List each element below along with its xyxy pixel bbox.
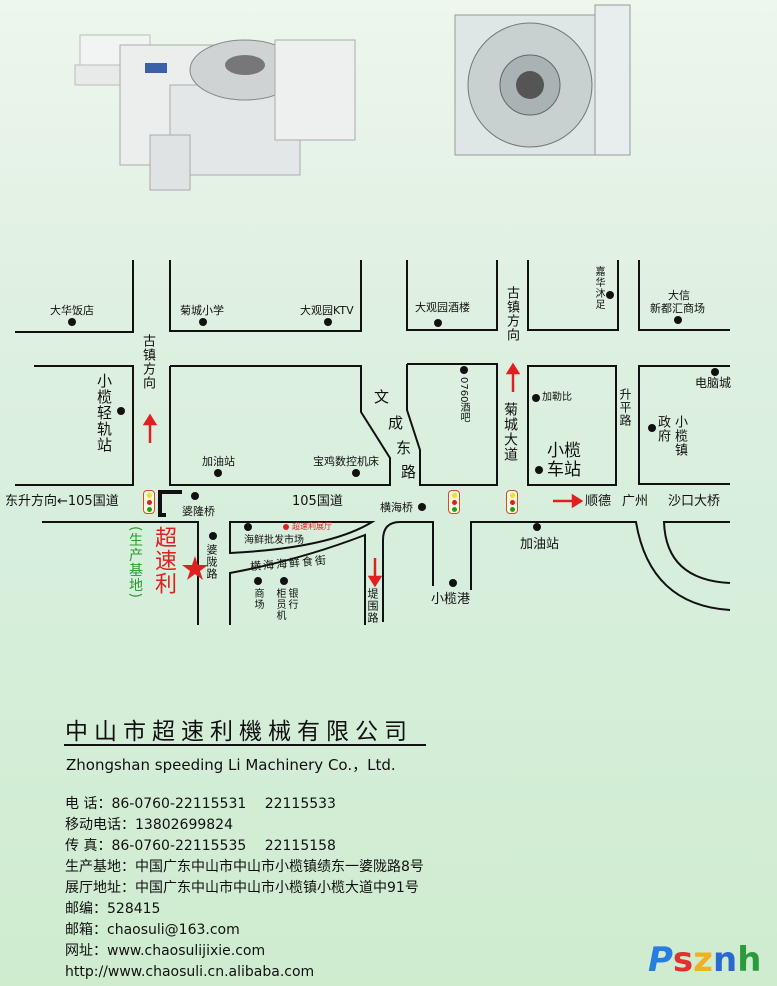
poi-label: 加勒比 bbox=[542, 392, 572, 403]
poi-label: 车站 bbox=[547, 460, 581, 480]
poi-label: 大观园KTV bbox=[300, 304, 354, 317]
contact-value[interactable]: http://www.chaosuli.cn.alibaba.com bbox=[65, 964, 315, 980]
contact-label: 邮箱： bbox=[65, 922, 107, 938]
road-label: 升平路 bbox=[618, 388, 632, 427]
contact-label: 邮编： bbox=[65, 901, 107, 917]
poi-label: 婆隆桥 bbox=[182, 505, 215, 518]
poi-label: 政府 bbox=[655, 415, 670, 443]
contact-label: 移动电话： bbox=[65, 817, 135, 833]
road-label: 堤围路 bbox=[366, 588, 379, 624]
poi-label: 嘉华沐足 bbox=[593, 266, 604, 310]
contact-value: 528415 bbox=[107, 901, 161, 917]
contact-value: 86-0760-22115535 22115158 bbox=[111, 838, 336, 854]
star-icon bbox=[182, 556, 208, 580]
showroom-label: 超速利展厅 bbox=[292, 522, 332, 531]
direction-label: 顺德 bbox=[585, 494, 612, 509]
poi-label: 加油站 bbox=[520, 537, 560, 552]
poi-label: 电脑城 bbox=[695, 376, 732, 390]
contact-alibaba: http://www.chaosuli.cn.alibaba.com bbox=[65, 965, 314, 979]
contact-label: 传 真： bbox=[65, 838, 112, 854]
contact-email: 邮箱：chaosuli@163.com bbox=[65, 923, 240, 937]
company-name-en: Zhongshan speeding Li Machinery Co.，Ltd. bbox=[66, 756, 396, 774]
company-name-cn: 中山市超速利機械有限公司 bbox=[65, 719, 413, 745]
direction-label: 古镇方向 bbox=[504, 286, 519, 342]
traffic-light-icon bbox=[448, 490, 460, 514]
contact-label: 网址： bbox=[65, 943, 107, 959]
poi-label: 银行 bbox=[286, 588, 297, 610]
company-marker-label: 超速利 bbox=[151, 526, 176, 595]
poi-label: 新都汇商场 bbox=[650, 302, 705, 315]
poi-label: 海鲜批发市场 bbox=[244, 535, 304, 546]
contact-value: 中国广东中山市中山市小榄镇小榄大道中91号 bbox=[135, 880, 419, 896]
turn-arrow-icon bbox=[158, 490, 182, 517]
arrow-down-icon bbox=[367, 558, 383, 588]
poi-label: 小榄镇 bbox=[672, 415, 687, 457]
direction-label: 广州 bbox=[622, 494, 649, 509]
contact-showroom-address: 展厅地址：中国广东中山市中山市小榄镇小榄大道中91号 bbox=[65, 881, 419, 895]
arrow-right-icon bbox=[553, 493, 584, 509]
map-roads bbox=[15, 260, 731, 625]
road-label: 婆陇路 bbox=[205, 544, 218, 580]
road-label: 东 bbox=[396, 439, 412, 457]
contact-postcode: 邮编：528415 bbox=[65, 902, 160, 916]
poi-label: 0760酒吧 bbox=[458, 377, 469, 423]
poi-label: 宝鸡数控机床 bbox=[313, 455, 379, 468]
poi-label: 柜员机 bbox=[274, 588, 285, 621]
contact-label: 生产基地： bbox=[65, 859, 135, 875]
road-label: 文 bbox=[374, 388, 390, 406]
watermark-logo: Psznh bbox=[648, 940, 762, 980]
poi-label: 大观园酒楼 bbox=[415, 301, 470, 314]
contact-mobile: 移动电话：13802699824 bbox=[65, 818, 233, 832]
contact-phone: 电 话：86-0760-22115531 22115533 bbox=[65, 797, 336, 811]
contact-value: 86-0760-22115531 22115533 bbox=[111, 796, 336, 812]
poi-label: 加油站 bbox=[202, 455, 235, 468]
machine-right-image bbox=[454, 4, 631, 156]
traffic-light-icon bbox=[506, 490, 518, 514]
contact-value[interactable]: www.chaosulijixie.com bbox=[107, 943, 266, 959]
contact-value: 中国广东中山市中山市小榄镇绩东一婆陇路8号 bbox=[135, 859, 424, 875]
poi-label: 小榄 bbox=[547, 441, 581, 461]
contact-value[interactable]: chaosuli@163.com bbox=[107, 922, 240, 938]
map-arrows bbox=[142, 362, 584, 588]
direction-label: 古镇方向 bbox=[140, 334, 155, 390]
direction-label: 沙口大桥 bbox=[668, 494, 721, 509]
contact-value: 13802699824 bbox=[135, 817, 233, 833]
contact-website: 网址：www.chaosulijixie.com bbox=[65, 944, 265, 958]
poi-label: 小榄轻轨站 bbox=[95, 373, 113, 453]
machine-left-image bbox=[74, 34, 356, 191]
contact-production-address: 生产基地：中国广东中山市中山市小榄镇绩东一婆陇路8号 bbox=[65, 860, 424, 874]
production-base-label: (生产基地) bbox=[127, 526, 143, 599]
poi-label: 大华饭店 bbox=[50, 304, 94, 317]
direction-label: 东升方向←105国道 bbox=[5, 494, 119, 509]
poi-label: 大信 bbox=[668, 289, 690, 302]
poi-label: 菊城小学 bbox=[180, 304, 224, 317]
poi-label: 横海桥 bbox=[380, 501, 413, 514]
road-label: 105国道 bbox=[292, 494, 343, 509]
divider bbox=[64, 744, 426, 746]
contact-label: 电 话： bbox=[65, 796, 112, 812]
poi-label: 小榄港 bbox=[431, 592, 471, 607]
road-label: 路 bbox=[401, 463, 417, 481]
arrow-up-icon bbox=[142, 362, 521, 443]
poi-label: 商场 bbox=[252, 588, 263, 610]
contact-label: 展厅地址： bbox=[65, 880, 135, 896]
traffic-light-icon bbox=[143, 490, 155, 514]
road-label: 成 bbox=[388, 414, 404, 432]
road-label: 菊城大道 bbox=[502, 402, 518, 462]
contact-fax: 传 真：86-0760-22115535 22115158 bbox=[65, 839, 336, 853]
